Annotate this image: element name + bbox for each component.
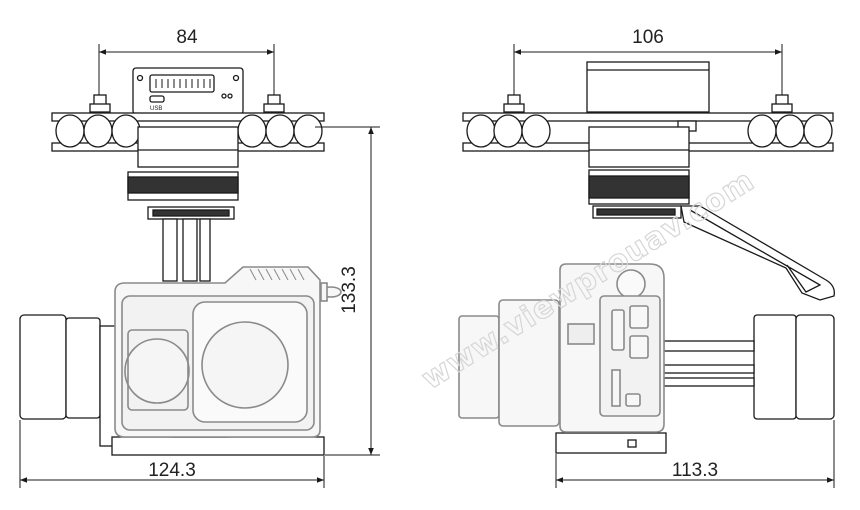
dim-124-3: 124.3	[148, 460, 196, 481]
gimbal-arm-side	[680, 205, 835, 301]
gimbal-arm	[162, 218, 178, 282]
damper-balls	[55, 114, 323, 148]
roll-motor	[19, 314, 67, 420]
side-view	[462, 61, 835, 454]
yaw-motor	[137, 126, 239, 168]
side-camera	[458, 263, 665, 433]
roll-motor-side	[753, 314, 797, 420]
dim-84: 84	[176, 27, 198, 48]
zoom-lens	[201, 321, 289, 409]
front-camera	[114, 266, 342, 438]
front-view: USB	[19, 67, 325, 456]
damper-balls-side	[466, 114, 833, 148]
connector-board: USB	[132, 67, 244, 115]
top-plate	[51, 112, 325, 122]
dim-113-3: 113.3	[672, 460, 718, 481]
bottom-mount	[555, 432, 667, 454]
dimension-lines	[19, 44, 835, 488]
usb-label: USB	[150, 106, 162, 112]
top-plate-side	[462, 112, 834, 122]
dim-106: 106	[632, 27, 664, 48]
dim-133-3: 133.3	[339, 266, 360, 314]
yaw-motor-side	[588, 126, 690, 168]
bottom-bracket	[111, 436, 325, 456]
wide-lens	[124, 338, 190, 404]
